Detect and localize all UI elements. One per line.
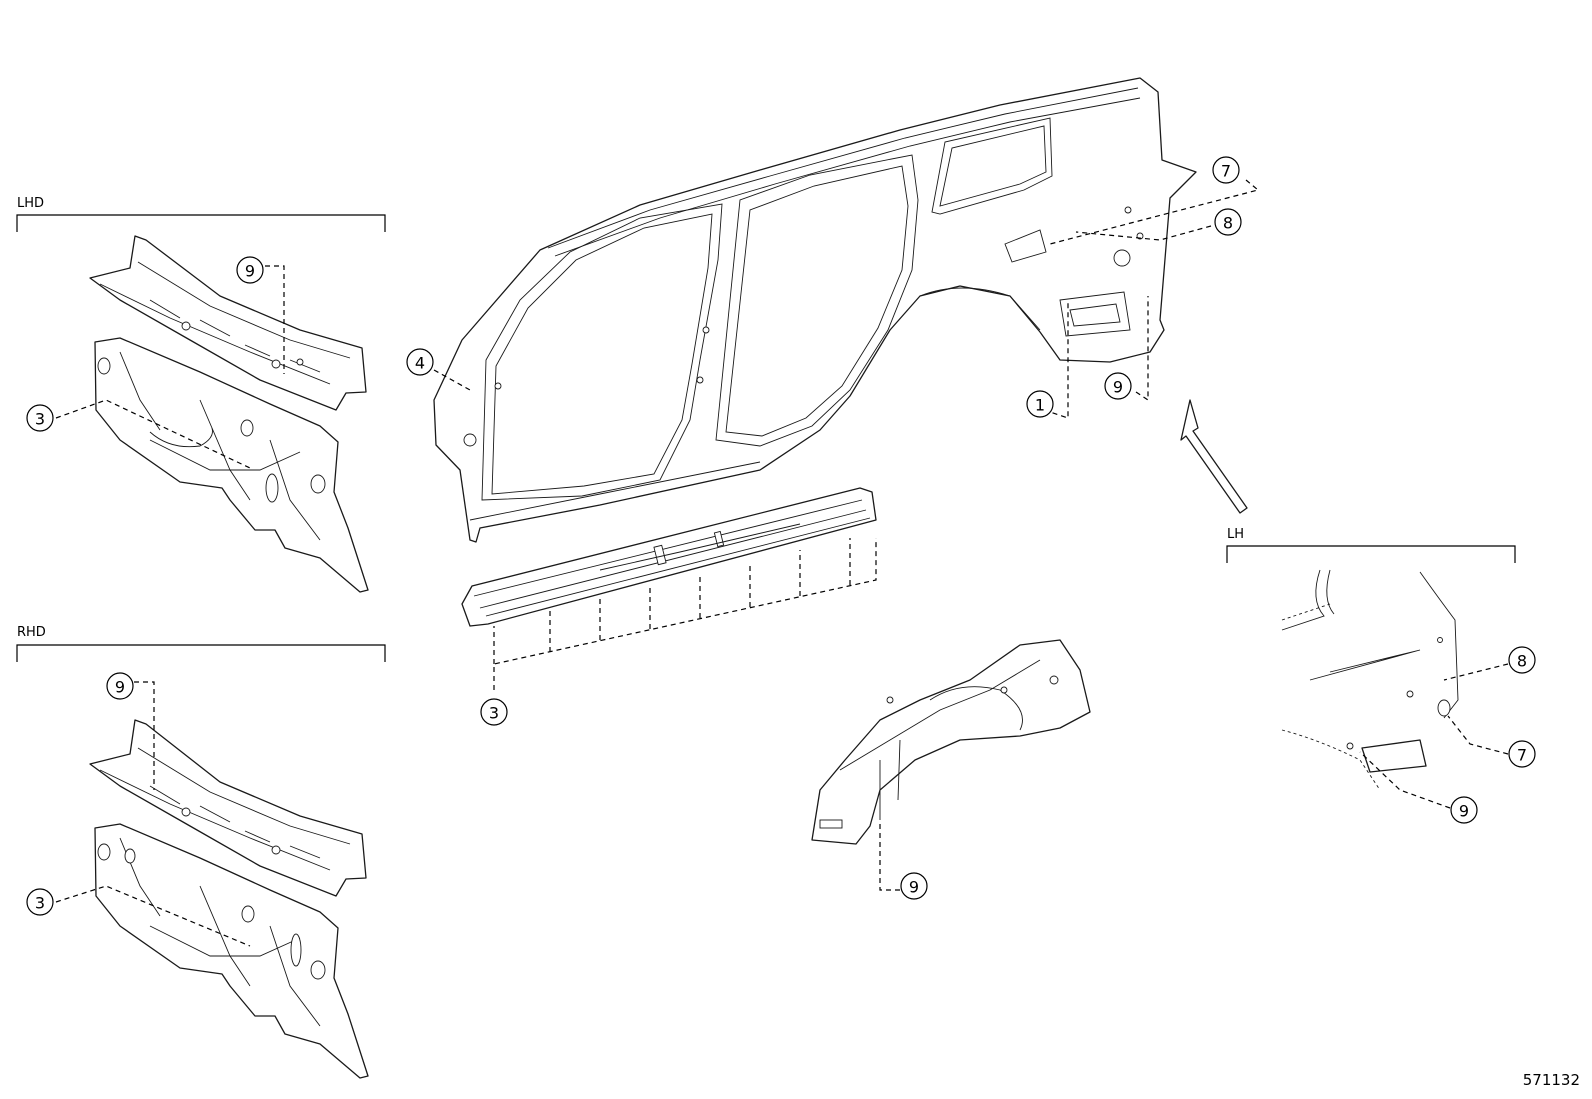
callout-9-rhd-label: 9 xyxy=(115,678,125,697)
callout-7-top: 7 xyxy=(1212,156,1240,184)
callout-3-lhd: 3 xyxy=(26,404,54,432)
callout-3-rhd-label: 3 xyxy=(35,894,45,913)
group-label-rhd: RHD xyxy=(17,625,46,640)
callout-8-top-label: 8 xyxy=(1223,214,1233,233)
callout-9-lhd-label: 9 xyxy=(245,262,255,281)
callout-3-lhd-label: 3 xyxy=(35,410,45,429)
callout-8-lh-label: 8 xyxy=(1517,652,1527,671)
group-label-lhd: LHD xyxy=(17,196,44,211)
group-lhd: LHD xyxy=(16,196,386,232)
view-direction-arrow xyxy=(1180,399,1248,514)
group-lh: LH xyxy=(1226,527,1516,563)
callout-8-top: 8 xyxy=(1214,208,1242,236)
callout-1: 1 xyxy=(1026,390,1054,418)
rear-wheelhouse-panel xyxy=(811,639,1091,845)
callout-9-wheelhouse-front-label: 9 xyxy=(909,878,919,897)
group-bracket-lhd xyxy=(16,214,386,232)
group-bracket-lh xyxy=(1226,545,1516,563)
callout-3-rocker: 3 xyxy=(480,698,508,726)
leader-lines xyxy=(55,179,1509,947)
callout-9-lh: 9 xyxy=(1450,796,1478,824)
lh-detail-view xyxy=(1281,569,1459,791)
callout-4: 4 xyxy=(406,348,434,376)
group-rhd: RHD xyxy=(16,625,386,662)
dash-panel-lhd xyxy=(94,337,369,593)
figure-number: 571132 xyxy=(1522,1071,1580,1089)
callout-3-rhd: 3 xyxy=(26,888,54,916)
dash-panel-rhd xyxy=(94,823,369,1079)
callout-9-rhd: 9 xyxy=(106,672,134,700)
callout-9-wheelhouse-front: 9 xyxy=(900,872,928,900)
callout-8-lh: 8 xyxy=(1508,646,1536,674)
callout-7-lh-label: 7 xyxy=(1517,746,1527,765)
group-bracket-rhd xyxy=(16,644,386,662)
callout-4-label: 4 xyxy=(415,354,425,373)
callout-9-lh-label: 9 xyxy=(1459,802,1469,821)
cowl-top-panel-lhd xyxy=(89,235,367,411)
callout-7-top-label: 7 xyxy=(1221,162,1231,181)
callout-1-label: 1 xyxy=(1035,396,1045,415)
rocker-panel xyxy=(461,487,877,627)
callout-9-wheelhouse-rear-label: 9 xyxy=(1113,378,1123,397)
cowl-top-panel-rhd xyxy=(89,719,367,897)
callout-3-rocker-label: 3 xyxy=(489,704,499,723)
callout-7-lh: 7 xyxy=(1508,740,1536,768)
group-label-lh: LH xyxy=(1227,527,1244,542)
body-side-outer-panel xyxy=(433,77,1197,543)
callout-9-lhd: 9 xyxy=(236,256,264,284)
callout-9-wheelhouse-rear: 9 xyxy=(1104,372,1132,400)
